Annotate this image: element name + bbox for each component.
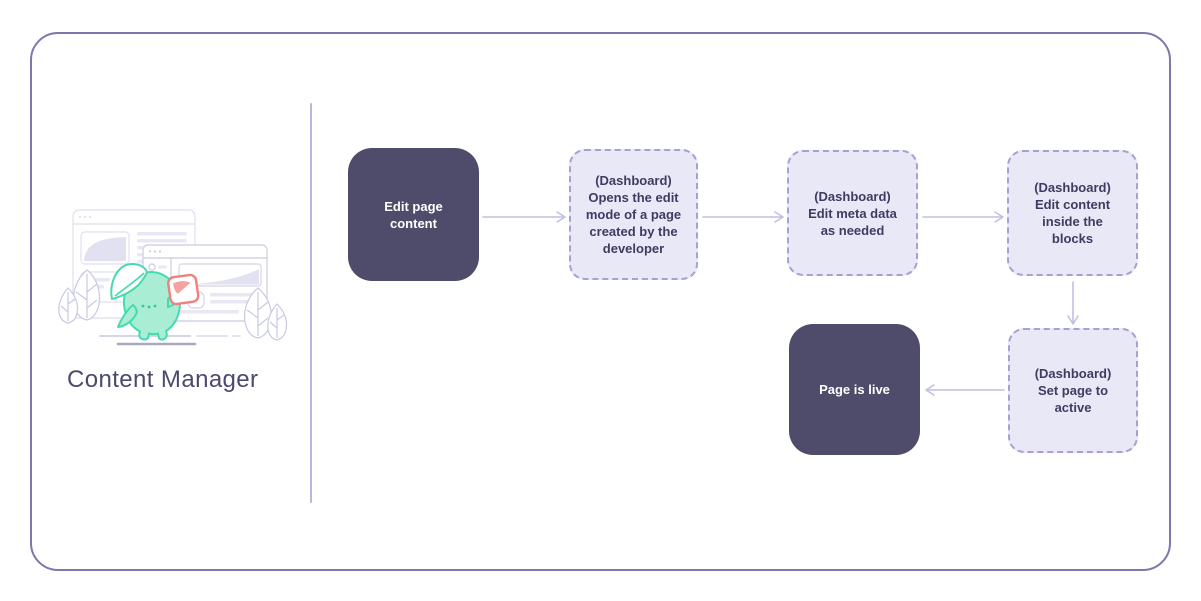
flow-node-label: (Dashboard) Edit meta data as needed: [808, 188, 897, 238]
vertical-divider: [310, 103, 312, 503]
flow-node-label: Edit page content: [384, 198, 443, 231]
ground-lines: [99, 335, 241, 346]
plant-right-icon: [243, 287, 287, 341]
content-manager-illustration: [58, 209, 287, 346]
held-card-icon: [167, 273, 200, 306]
flow-node-edit-page-content: Edit page content: [348, 148, 479, 281]
plant-left-icon: [58, 269, 101, 324]
leaf-hat-icon: [110, 263, 148, 300]
flow-node-label: (Dashboard) Edit content inside the bloc…: [1034, 180, 1111, 246]
flow-node-edit-content-blocks: (Dashboard) Edit content inside the bloc…: [1007, 150, 1138, 276]
flow-node-page-is-live: Page is live: [789, 324, 920, 455]
mascot-icon: [110, 263, 200, 341]
mascot-face-dots: [141, 304, 157, 309]
flow-node-label: (Dashboard) Set page to active: [1034, 366, 1112, 415]
flow-node-open-edit-mode: (Dashboard) Opens the edit mode of a pag…: [569, 149, 698, 280]
flow-node-label: (Dashboard) Opens the edit mode of a pag…: [585, 173, 682, 256]
flow-node-set-page-active: (Dashboard) Set page to active: [1008, 328, 1138, 453]
flow-node-label: Page is live: [819, 382, 890, 397]
flow-node-edit-meta-data: (Dashboard) Edit meta data as needed: [787, 150, 918, 276]
page-title: Content Manager: [67, 366, 259, 393]
